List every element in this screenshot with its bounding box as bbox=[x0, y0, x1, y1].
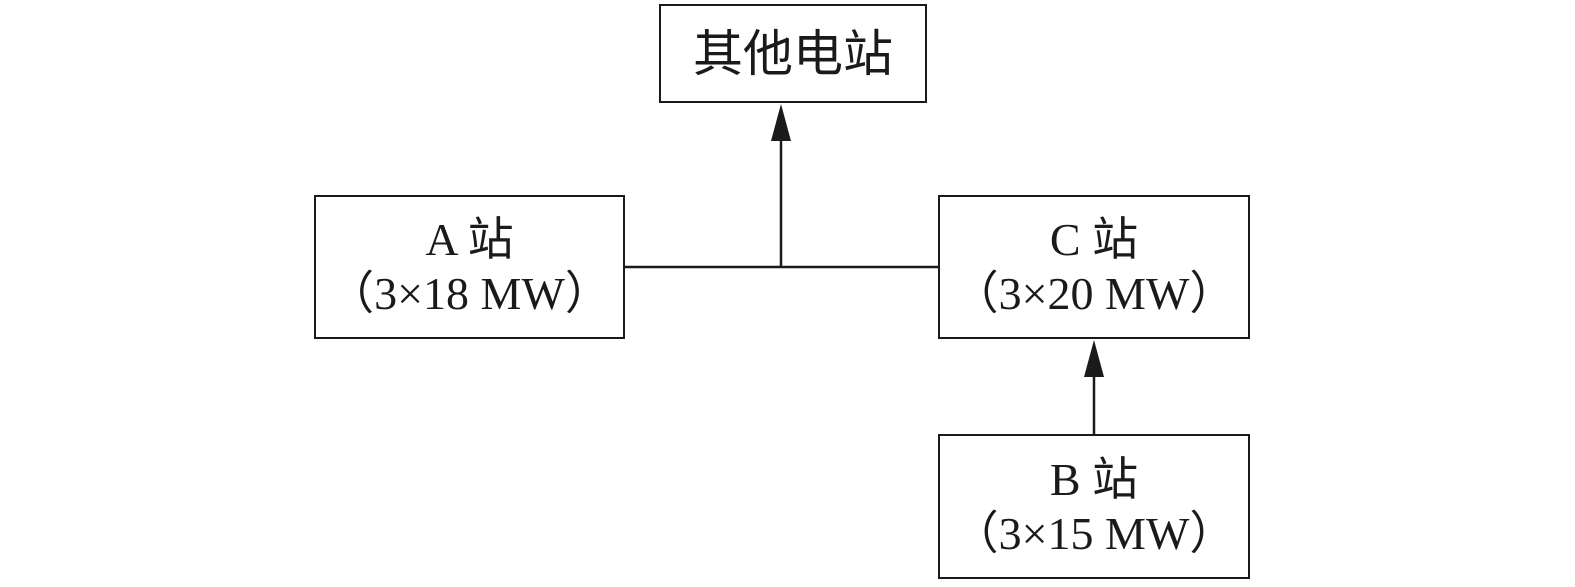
node-station-a-capacity: （3×18 MW） bbox=[328, 268, 611, 319]
node-station-b-name: B 站 bbox=[1049, 453, 1139, 505]
arrow-to-other-head bbox=[771, 104, 791, 141]
node-station-c: C 站 （3×20 MW） bbox=[938, 195, 1250, 339]
node-other-stations-label: 其他电站 bbox=[693, 25, 893, 82]
node-station-c-name: C 站 bbox=[1049, 214, 1139, 265]
node-station-a-name: A 站 bbox=[425, 214, 514, 265]
node-station-c-capacity: （3×20 MW） bbox=[952, 268, 1236, 319]
node-station-b: B 站 （3×15 MW） bbox=[938, 434, 1250, 579]
node-station-b-capacity: （3×15 MW） bbox=[952, 507, 1236, 559]
arrow-to-c-head bbox=[1084, 340, 1104, 377]
node-other-stations: 其他电站 bbox=[659, 4, 927, 103]
node-station-a: A 站 （3×18 MW） bbox=[314, 195, 625, 339]
